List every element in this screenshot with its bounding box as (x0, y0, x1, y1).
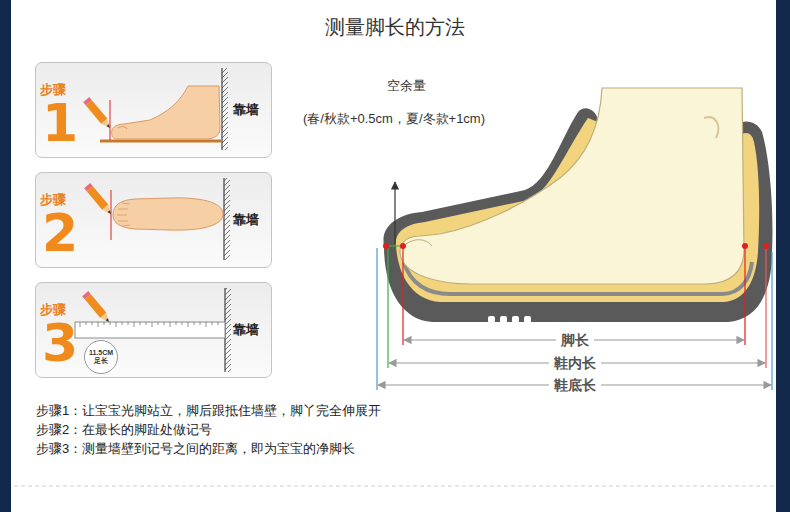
step-note: 步骤1：让宝宝光脚站立，脚后跟抵住墙壁，脚丫完全伸展开 (36, 402, 381, 420)
step-note: 步骤3：测量墙壁到记号之间的距离，即为宝宝的净脚长 (36, 440, 355, 458)
wall-label: 靠墙 (233, 321, 259, 339)
size-circle: 11.5CM 足长 (84, 340, 118, 374)
allowance-label: 空余量 (387, 77, 426, 95)
dimension-label: 脚长 (556, 331, 594, 349)
wall-label: 靠墙 (233, 101, 259, 119)
page-title: 测量脚长的方法 (0, 14, 790, 41)
side-strip (776, 0, 790, 512)
step-panel: 步骤3靠墙11.5CM 足长 (35, 282, 272, 378)
foot-side (83, 68, 228, 150)
step-number: 2 (42, 207, 78, 259)
divider (14, 486, 774, 487)
step-panel: 步骤1靠墙 (35, 62, 272, 158)
ruler (75, 288, 231, 372)
foot-length-note: 11.5CM 足长 (86, 349, 116, 364)
dimension-label: 鞋底长 (549, 376, 601, 394)
wall-label: 靠墙 (233, 211, 259, 229)
step-note: 步骤2：在最长的脚趾处做记号 (36, 421, 212, 439)
dimension-label: 鞋内长 (549, 354, 601, 372)
step-number: 1 (42, 97, 78, 149)
shoe-section (377, 88, 773, 390)
allowance-note: (春/秋款+0.5cm，夏/冬款+1cm) (303, 110, 485, 128)
step-number: 3 (42, 317, 78, 369)
foot-top (84, 178, 230, 260)
step-panel: 步骤2靠墙 (35, 172, 272, 268)
side-strip (0, 0, 11, 512)
